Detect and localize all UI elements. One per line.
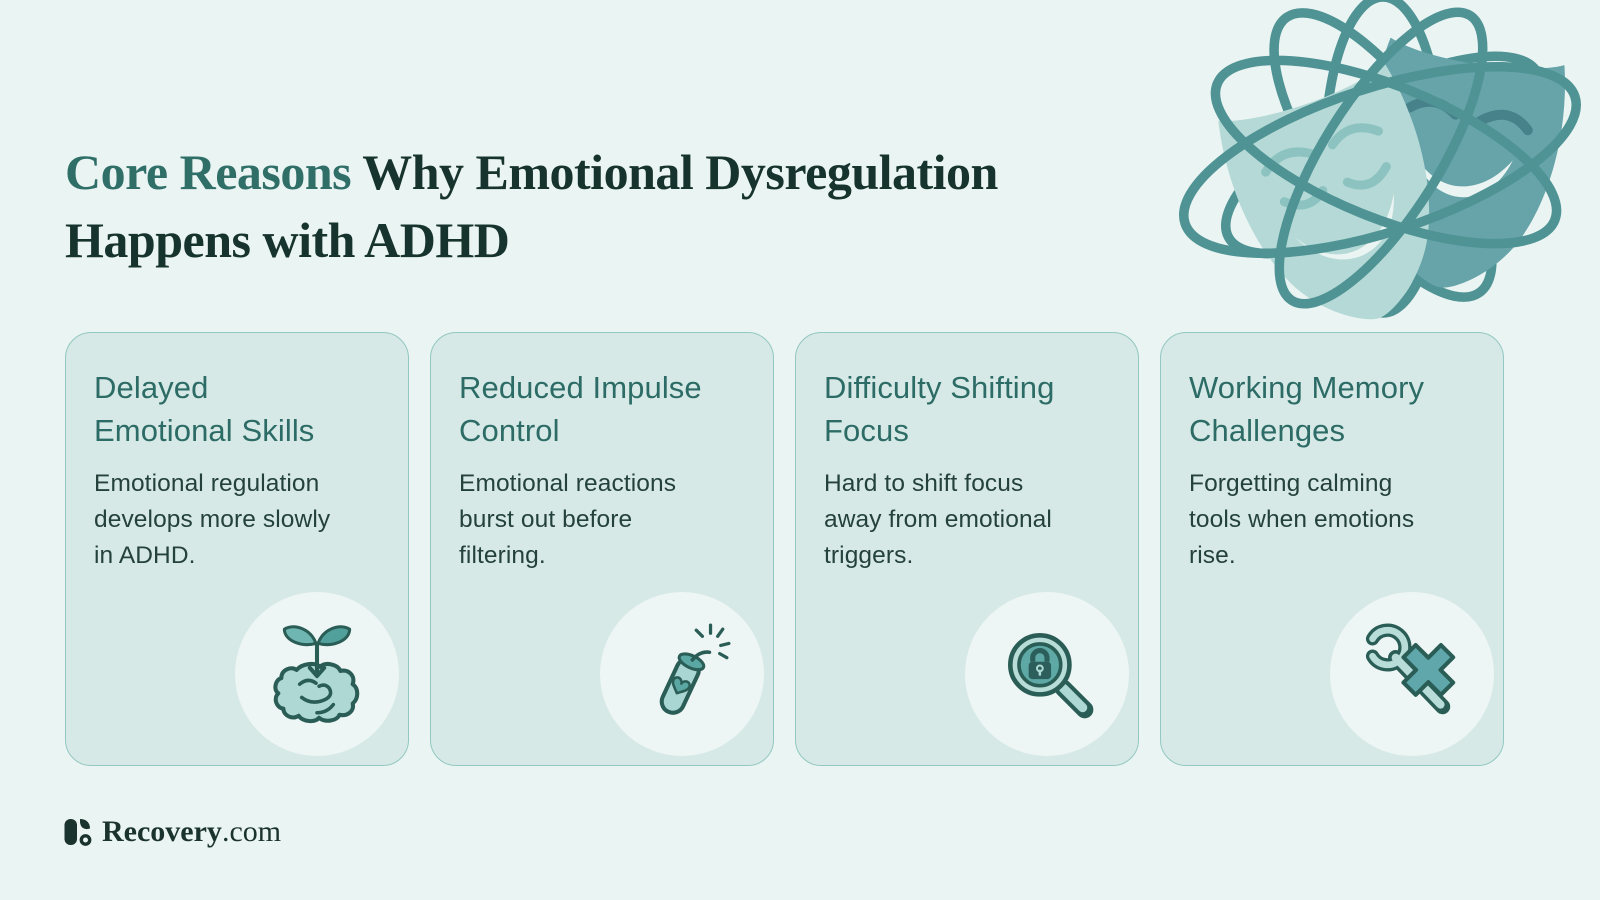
magnifier-lock-icon bbox=[1008, 632, 1094, 719]
card-delayed-emotional-skills: Delayed Emotional Skills Emotional regul… bbox=[65, 332, 409, 766]
card-heading: Reduced Impulse Control bbox=[459, 370, 702, 449]
icon-circle bbox=[1330, 592, 1494, 756]
brand-logo: Recovery.com bbox=[63, 815, 281, 849]
brand-text: Recovery.com bbox=[102, 815, 281, 849]
card-body: Forgetting calming tools when emotions r… bbox=[1189, 469, 1415, 569]
card-heading: Working Memory Challenges bbox=[1189, 370, 1425, 449]
brain-growth-icon bbox=[273, 625, 360, 724]
page-title: Core Reasons Why Emotional Dysregulation… bbox=[65, 138, 1145, 274]
card-heading: Delayed Emotional Skills bbox=[94, 370, 315, 449]
icon-circle bbox=[965, 592, 1129, 756]
card-body: Emotional reactions burst out before fil… bbox=[459, 469, 677, 569]
card-working-memory-challenges: Working Memory Challenges Forgetting cal… bbox=[1160, 332, 1504, 766]
wrench-cross-icon bbox=[1365, 623, 1456, 715]
card-difficulty-shifting-focus: Difficulty Shifting Focus Hard to shift … bbox=[795, 332, 1139, 766]
reason-cards: Delayed Emotional Skills Emotional regul… bbox=[65, 332, 1504, 766]
card-body: Emotional regulation develops more slowl… bbox=[94, 469, 331, 569]
card-heading: Difficulty Shifting Focus bbox=[824, 370, 1055, 449]
card-body: Hard to shift focus away from emotional … bbox=[824, 469, 1052, 569]
icon-circle bbox=[235, 592, 399, 756]
card-reduced-impulse-control: Reduced Impulse Control Emotional reacti… bbox=[430, 332, 774, 766]
title-highlight: Core Reasons bbox=[65, 143, 352, 200]
brand-domain: .com bbox=[221, 815, 282, 848]
title-rest: Why Emotional Dysregulation Happens with… bbox=[65, 143, 998, 268]
brand-name: Recovery bbox=[102, 815, 222, 848]
icon-circle bbox=[600, 592, 764, 756]
recovery-leaf-icon bbox=[64, 819, 92, 846]
dynamite-icon bbox=[659, 623, 731, 715]
theater-masks-scribble-illustration bbox=[1179, 0, 1581, 334]
